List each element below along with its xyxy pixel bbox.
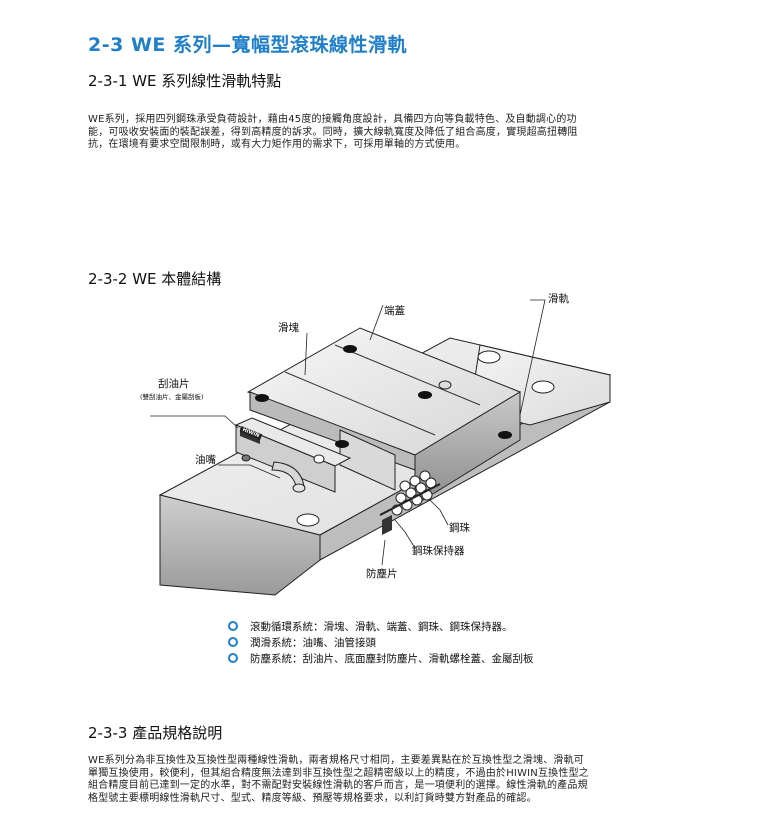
bullet-circle-icon — [228, 653, 238, 663]
label-block: 滑塊 — [278, 322, 299, 334]
paragraph-line: WE系列分為非互換性及互換性型兩種線性滑軌，兩者規格尺寸相同，主要差異點在於互換… — [88, 755, 585, 766]
paragraph-line: 能，可吸收安裝面的裝配誤差，得到高精度的訴求。同時，擴大線軌寬度及降低了組合高度… — [88, 126, 578, 138]
label-scraper-note: (雙刮油片、金屬刮板) — [140, 393, 204, 401]
list-item-text: 防塵系統：刮油片、底面塵封防塵片、滑軌螺栓蓋、金屬刮板 — [250, 652, 534, 665]
bullet-circle-icon — [228, 621, 238, 631]
list-item-text: 潤滑系統：油嘴、油管接頭 — [250, 636, 376, 649]
list-item: 滾動循環系統：滑塊、滑軌、端蓋、鋼珠、鋼珠保持器。 — [228, 618, 534, 634]
label-ball-retainer: 鋼珠保持器 — [412, 545, 465, 557]
label-seal: 防塵片 — [366, 568, 398, 580]
paragraph-line: 單獨互換使用，較便利，但其組合精度無法達到非互換性型之超精密級以上的精度，不過由… — [88, 767, 589, 779]
list-item-text: 滾動循環系統：滑塊、滑軌、端蓋、鋼珠、鋼珠保持器。 — [250, 620, 513, 633]
system-bullet-list: 滾動循環系統：滑塊、滑軌、端蓋、鋼珠、鋼珠保持器。 潤滑系統：油嘴、油管接頭 防… — [228, 618, 534, 666]
paragraph-line: WE系列，採用四列鋼珠承受負荷設計，藉由45度的接觸角度設計，具備四方向等負載特… — [88, 114, 577, 125]
label-scraper: 刮油片 — [158, 378, 190, 390]
paragraph-line: 抗，在環境有要求空間限制時，或有大力矩作用的需求下，可採用單軸的方式使用。 — [88, 139, 466, 150]
steel-balls — [391, 470, 437, 516]
label-steel-ball: 鋼珠 — [449, 522, 470, 534]
list-item: 防塵系統：刮油片、底面塵封防塵片、滑軌螺栓蓋、金屬刮板 — [228, 650, 534, 666]
paragraph-line: 格型號主要標明線性滑軌尺寸、型式、精度等級、預壓等規格要求，以利訂貨時雙方對產品… — [88, 792, 537, 804]
label-oil-nipple: 油嘴 — [195, 454, 216, 466]
oil-nipple — [271, 461, 306, 493]
list-item: 潤滑系統：油嘴、油管接頭 — [228, 634, 534, 650]
ball-retainer — [379, 483, 441, 516]
label-end-cap: 端蓋 — [384, 305, 405, 317]
features-paragraph: WE系列，採用四列鋼珠承受負荷設計，藉由45度的接觸角度設計，具備四方向等負載特… — [88, 114, 703, 152]
section-heading-structure: 2-3-2 WE 本體結構 — [88, 270, 222, 288]
label-rail: 滑軌 — [548, 293, 569, 305]
bottom-seal — [382, 515, 392, 535]
paragraph-line: 組合精度目前已達到一定的水準，對不需配對安裝線性滑軌的客戶而言，是一項便利的選擇… — [88, 780, 588, 791]
section-heading-features: 2-3-1 WE 系列線性滑軌特點 — [88, 72, 282, 90]
block — [246, 327, 522, 506]
leader-lines — [150, 299, 546, 566]
bullet-circle-icon — [228, 637, 238, 647]
page-title: 2-3 WE 系列—寬幅型滾珠線性滑軌 — [88, 34, 407, 56]
section-heading-specs: 2-3-3 產品規格說明 — [88, 724, 223, 742]
specs-paragraph: WE系列分為非互換性及互換性型兩種線性滑軌，兩者規格尺寸相同，主要差異點在於互換… — [88, 755, 703, 805]
